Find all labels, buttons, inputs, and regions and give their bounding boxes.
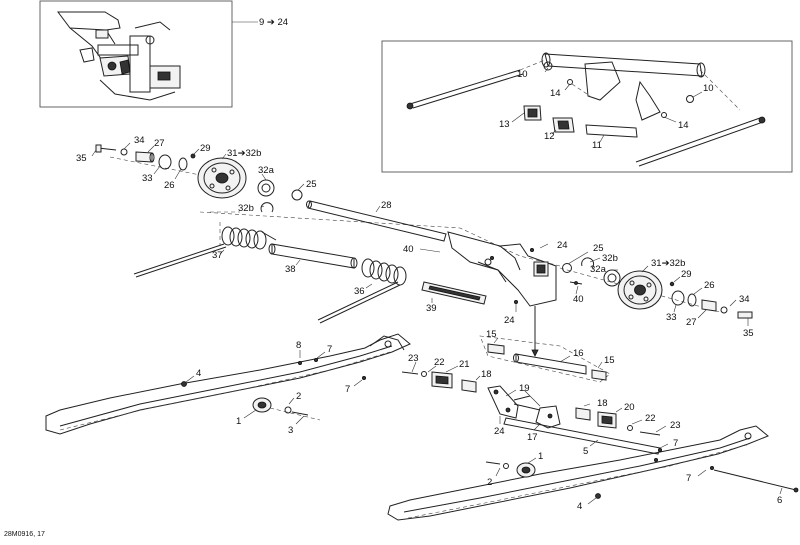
callout-26b: 26 <box>704 280 715 291</box>
callout-25b: 25 <box>593 243 604 254</box>
inset-stopper-drawing <box>406 52 766 167</box>
callout-19: 19 <box>519 383 530 394</box>
callout-18b: 18 <box>597 398 608 409</box>
callout-28: 28 <box>381 200 392 211</box>
callout-31a: 31➔32b <box>227 148 261 159</box>
callout-4b: 4 <box>577 501 582 512</box>
callout-33a: 33 <box>142 173 153 184</box>
callout-2a: 2 <box>296 391 301 402</box>
callout-2b: 2 <box>487 477 492 488</box>
callout-8: 8 <box>296 340 301 351</box>
callout-23b: 23 <box>670 420 681 431</box>
callout-34a: 34 <box>134 135 145 146</box>
callout-24c: 24 <box>494 426 505 437</box>
callout-7d: 7 <box>686 473 691 484</box>
callout-15b: 15 <box>604 355 615 366</box>
callout-14b: 14 <box>678 120 689 131</box>
inset-stopper-detail: 10 10 14 14 13 12 11 <box>381 40 793 173</box>
callout-20: 20 <box>624 402 635 413</box>
callout-17: 17 <box>527 432 538 443</box>
callout-27a: 27 <box>154 138 165 149</box>
lower-central-linkage <box>401 335 661 455</box>
callout-11: 11 <box>592 140 602 151</box>
callout-18a: 18 <box>481 369 492 380</box>
callout-6: 6 <box>777 495 782 506</box>
callout-25a: 25 <box>306 179 317 190</box>
callout-10a: 10 <box>517 69 528 80</box>
callout-1a: 1 <box>236 416 241 427</box>
callout-35a: 35 <box>76 153 87 164</box>
callout-23a: 23 <box>408 353 419 364</box>
diagram-code: 28M0916, 17 <box>4 531 45 538</box>
callout-5: 5 <box>583 446 588 457</box>
callout-3: 3 <box>288 425 293 436</box>
callout-22a: 22 <box>434 357 445 368</box>
inset-assembly-overview: 9 ➔ 24 <box>39 0 288 108</box>
callout-1b: 1 <box>538 451 543 462</box>
callout-24a: 24 <box>557 240 568 251</box>
lower-right-rail <box>387 425 799 521</box>
callout-34b: 34 <box>739 294 750 305</box>
callout-24b: 24 <box>504 315 515 326</box>
callout-29b: 29 <box>681 269 692 280</box>
callout-36: 36 <box>354 286 365 297</box>
callout-35b: 35 <box>743 328 754 339</box>
callout-15a: 15 <box>486 329 497 340</box>
callout-40b: 40 <box>573 294 584 305</box>
upper-left-idler-group <box>95 144 303 213</box>
callout-26a: 26 <box>164 180 175 191</box>
callout-32aa: 32a <box>258 165 275 176</box>
inset-frame-right <box>381 40 793 173</box>
callout-37: 37 <box>212 250 223 261</box>
callout-10b: 10 <box>703 83 714 94</box>
callout-32ba: 32b <box>238 203 254 214</box>
callout-7c: 7 <box>673 438 678 449</box>
callout-7b: 7 <box>345 384 350 395</box>
central-axle-and-springs <box>133 200 621 357</box>
callout-4a: 4 <box>196 368 201 379</box>
callout-16: 16 <box>573 348 584 359</box>
lower-left-rail <box>45 333 411 435</box>
inset-label-9-24: 9 ➔ 24 <box>259 17 288 28</box>
callout-29a: 29 <box>200 143 211 154</box>
callout-13: 13 <box>499 119 510 130</box>
callout-7a: 7 <box>327 344 332 355</box>
callout-31b: 31➔32b <box>651 258 685 269</box>
callout-32bb: 32b <box>602 253 618 264</box>
callout-21: 21 <box>459 359 470 370</box>
callout-33b: 33 <box>666 312 677 323</box>
right-idler-group <box>559 267 753 319</box>
callout-14a: 14 <box>550 88 561 99</box>
inset-frame-left <box>39 0 233 108</box>
callout-40a: 40 <box>403 244 414 255</box>
callout-12: 12 <box>544 131 555 142</box>
inset-assembly-drawing <box>57 11 181 101</box>
callout-27b: 27 <box>686 317 697 328</box>
callout-38: 38 <box>285 264 296 275</box>
callout-22b: 22 <box>645 413 656 424</box>
callout-39: 39 <box>426 303 437 314</box>
callout-32ab: 32a <box>590 264 607 275</box>
